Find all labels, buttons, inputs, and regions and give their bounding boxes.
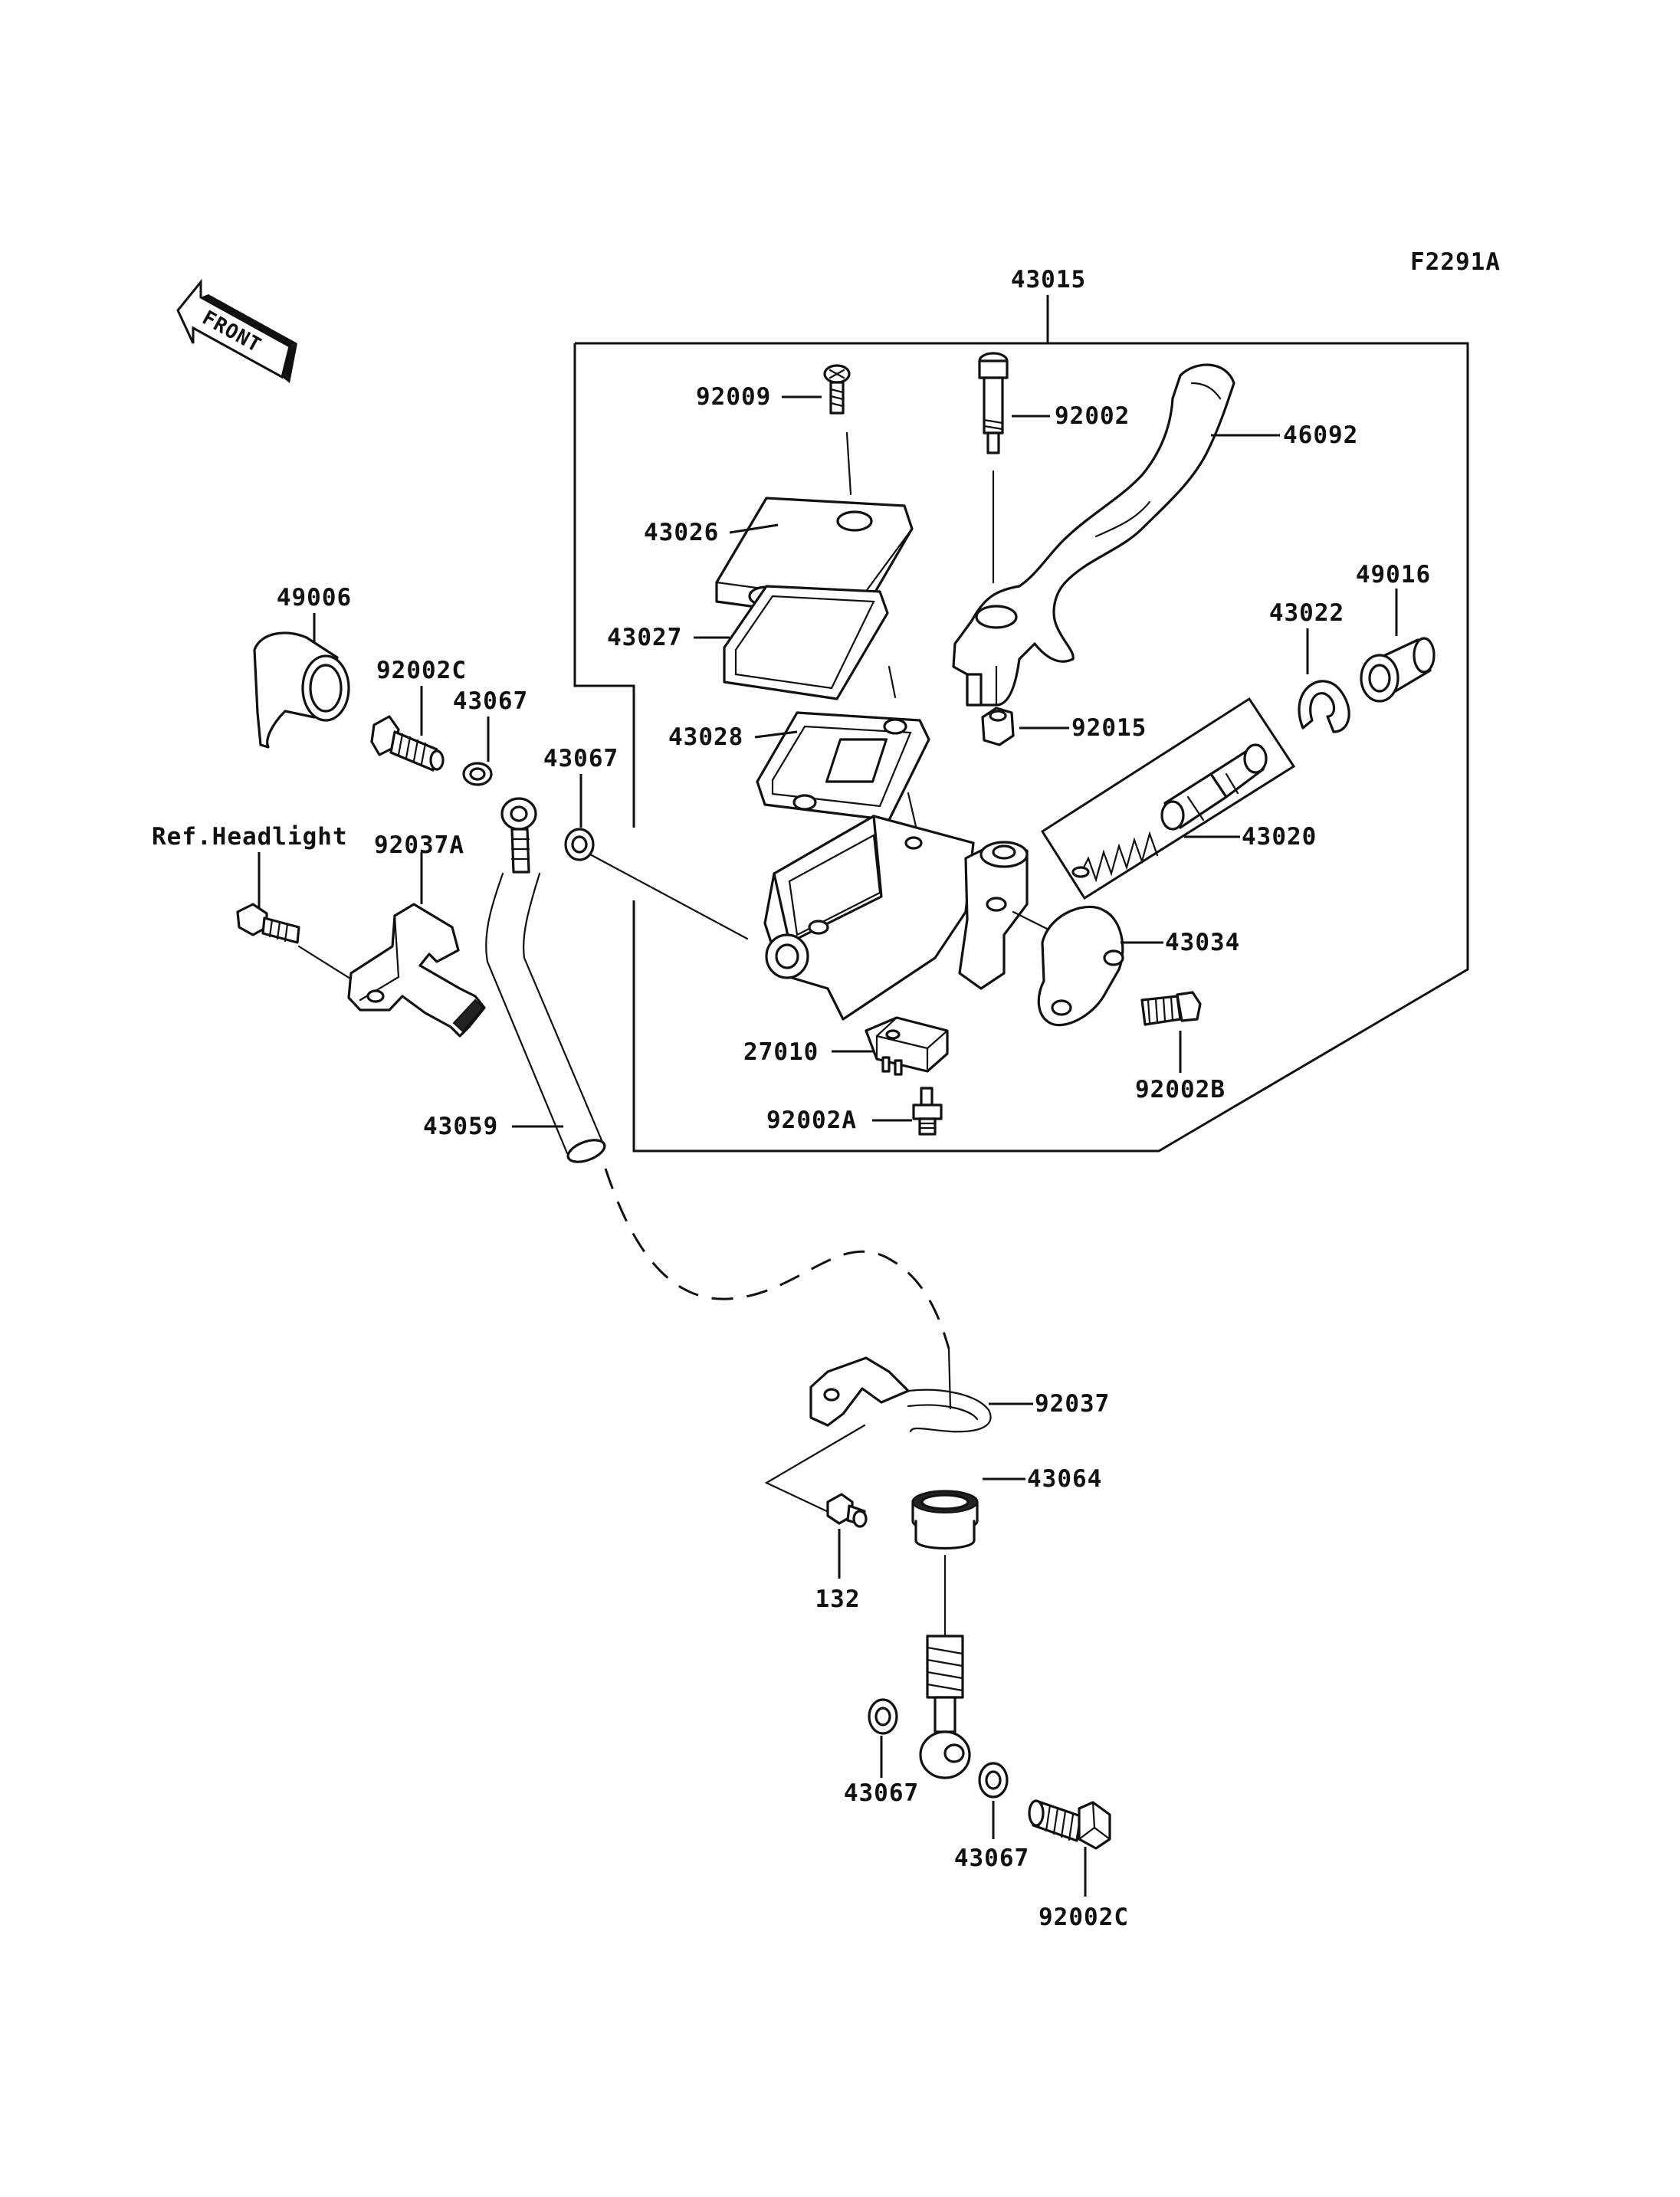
part-92002c-banjo-bolt-bottom xyxy=(1028,1799,1111,1850)
label-43022: 43022 xyxy=(1269,599,1344,627)
part-master-cylinder-body xyxy=(763,815,1029,1021)
part-43034-holder-clamp xyxy=(1037,905,1124,1027)
part-43027-diaphragm-plate xyxy=(723,585,889,700)
part-43022-circlip xyxy=(1298,680,1350,733)
label-92037a: 92037A xyxy=(374,831,464,859)
part-92002c-banjo-bolt-top xyxy=(370,715,445,772)
label-43026: 43026 xyxy=(644,519,719,546)
part-92009-screw xyxy=(823,364,851,415)
label-92002: 92002 xyxy=(1055,402,1130,430)
label-92015: 92015 xyxy=(1071,714,1147,742)
part-headlight-ref-bolt xyxy=(236,903,300,944)
label-43059: 43059 xyxy=(423,1113,498,1140)
label-43034: 43034 xyxy=(1165,929,1240,956)
part-43028-diaphragm xyxy=(756,711,930,821)
ref-headlight-note: Ref.Headlight xyxy=(152,823,348,851)
part-27010-brake-switch xyxy=(865,1016,949,1076)
assembly-frame xyxy=(573,342,1469,1153)
label-92002b: 92002B xyxy=(1135,1076,1226,1103)
part-43067-washer-a xyxy=(462,762,493,786)
part-43020-piston-kit xyxy=(1071,743,1268,883)
part-92037a-clamp xyxy=(347,903,486,1038)
label-49016: 49016 xyxy=(1356,561,1431,589)
part-132-bolt xyxy=(826,1493,868,1528)
part-43067-washer-d xyxy=(978,1762,1009,1799)
part-43059-brake-hose xyxy=(485,797,606,1163)
part-43067-washer-c xyxy=(868,1698,898,1735)
label-92002c-top: 92002C xyxy=(376,657,467,684)
label-43067-b: 43067 xyxy=(543,745,619,772)
part-49016-dust-cap xyxy=(1360,637,1436,703)
label-43028: 43028 xyxy=(668,723,743,751)
label-92002a: 92002A xyxy=(766,1107,857,1134)
part-49006-cap xyxy=(253,631,350,749)
label-92037: 92037 xyxy=(1035,1390,1110,1418)
front-arrow-icon: FRONT xyxy=(176,278,297,383)
part-92037-hose-clamp xyxy=(809,1356,992,1433)
label-132: 132 xyxy=(815,1585,861,1613)
part-43064-grommet xyxy=(911,1490,979,1550)
part-lower-banjo-fitting xyxy=(919,1635,971,1779)
label-46092: 46092 xyxy=(1283,421,1358,449)
label-49006: 49006 xyxy=(277,584,352,612)
part-92002-pivot-bolt xyxy=(978,352,1009,454)
label-43027: 43027 xyxy=(607,624,682,651)
part-43067-washer-b xyxy=(564,828,595,861)
part-92015-nut xyxy=(981,707,1015,746)
label-43067-d: 43067 xyxy=(954,1844,1029,1872)
label-43015: 43015 xyxy=(1011,266,1086,293)
piston-kit-frame xyxy=(1040,697,1296,900)
label-43067-c: 43067 xyxy=(844,1779,919,1807)
part-92002b-bolt xyxy=(1140,991,1202,1026)
part-92002a-bleeder-screw xyxy=(912,1087,943,1136)
label-43020: 43020 xyxy=(1242,823,1317,851)
label-92009: 92009 xyxy=(696,383,771,411)
hose-continuation-dashed xyxy=(604,1168,950,1349)
label-92002c-bottom: 92002C xyxy=(1039,1904,1129,1931)
label-43067-a: 43067 xyxy=(453,687,528,715)
part-46092-brake-lever xyxy=(952,363,1235,707)
label-43064: 43064 xyxy=(1027,1465,1102,1493)
diagram-code: F2291A xyxy=(1410,248,1501,276)
label-27010: 27010 xyxy=(743,1038,819,1066)
